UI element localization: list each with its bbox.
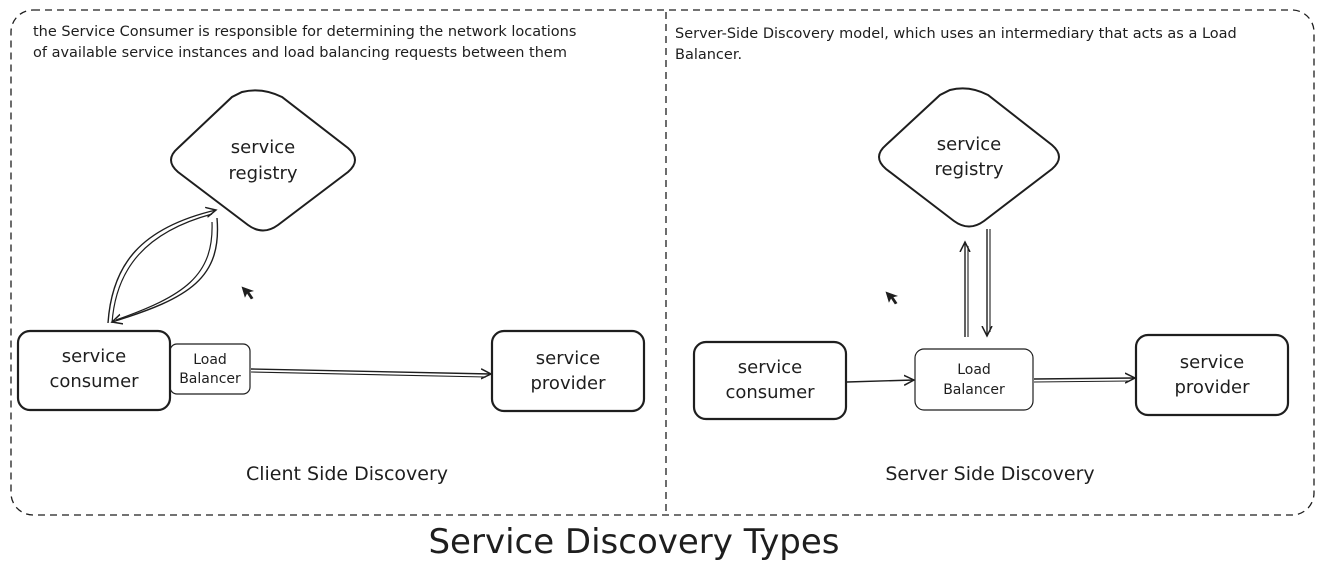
client-service-registry-diamond: [170, 89, 356, 232]
server-service-provider-box: [1134, 333, 1290, 417]
server-section-label: Server Side Discovery: [885, 463, 1094, 485]
server-load-balancer-box: [914, 348, 1034, 411]
server-side-section: Server-Side Discovery model, which uses …: [675, 26, 1290, 485]
server-consumer-label-line-2: consumer: [725, 382, 815, 403]
server-arrow-lb-to-provider: [1033, 378, 1135, 379]
client-arrow-registry-to-consumer: [112, 217, 219, 322]
client-load-balancer-box: [169, 343, 251, 395]
server-description-line-2: Balancer.: [675, 47, 742, 63]
client-arrow-lb-to-provider: [250, 369, 491, 374]
server-description-line-1: Server-Side Discovery model, which uses …: [675, 26, 1237, 42]
client-consumer-label-line-2: consumer: [49, 371, 139, 392]
server-arrow-consumer-to-lb: [846, 380, 914, 382]
client-description-line-1: the Service Consumer is responsible for …: [33, 24, 576, 40]
outer-dashed-frame: [10, 9, 1315, 516]
client-arrow-consumer-to-registry: [107, 210, 216, 324]
client-provider-label-line-2: provider: [531, 373, 607, 394]
server-lb-label-line-2: Balancer: [943, 382, 1005, 398]
client-service-provider-box: [490, 329, 646, 413]
client-arrow-consumer-to-registry-2: [111, 213, 213, 324]
client-section-label: Client Side Discovery: [246, 463, 448, 485]
server-registry-label-line-2: registry: [935, 159, 1004, 180]
client-registry-label-line-1: service: [231, 137, 295, 158]
server-registry-label-line-1: service: [937, 134, 1001, 155]
client-consumer-label-line-1: service: [62, 346, 126, 367]
client-arrow-registry-to-consumer-2: [115, 221, 213, 321]
server-service-registry-diamond: [878, 87, 1060, 228]
diagram-title: Service Discovery Types: [428, 522, 839, 562]
server-service-consumer-box: [692, 340, 848, 421]
server-cursor-icon: [885, 291, 899, 305]
client-lb-label-line-2: Balancer: [179, 371, 241, 387]
server-arrow-lb-to-provider-2: [1033, 380, 1131, 383]
client-description-line-2: of available service instances and load …: [33, 45, 567, 61]
client-provider-label-line-1: service: [536, 348, 600, 369]
client-lb-label-line-1: Load: [193, 352, 227, 368]
server-provider-label-line-1: service: [1180, 352, 1244, 373]
client-side-section: the Service Consumer is responsible for …: [16, 24, 646, 485]
client-cursor-icon: [241, 286, 255, 300]
client-arrow-lb-to-provider-2: [250, 371, 487, 378]
server-lb-label-line-1: Load: [957, 362, 991, 378]
server-provider-label-line-2: provider: [1175, 377, 1251, 398]
server-consumer-label-line-1: service: [738, 357, 802, 378]
client-registry-label-line-2: registry: [229, 163, 298, 184]
